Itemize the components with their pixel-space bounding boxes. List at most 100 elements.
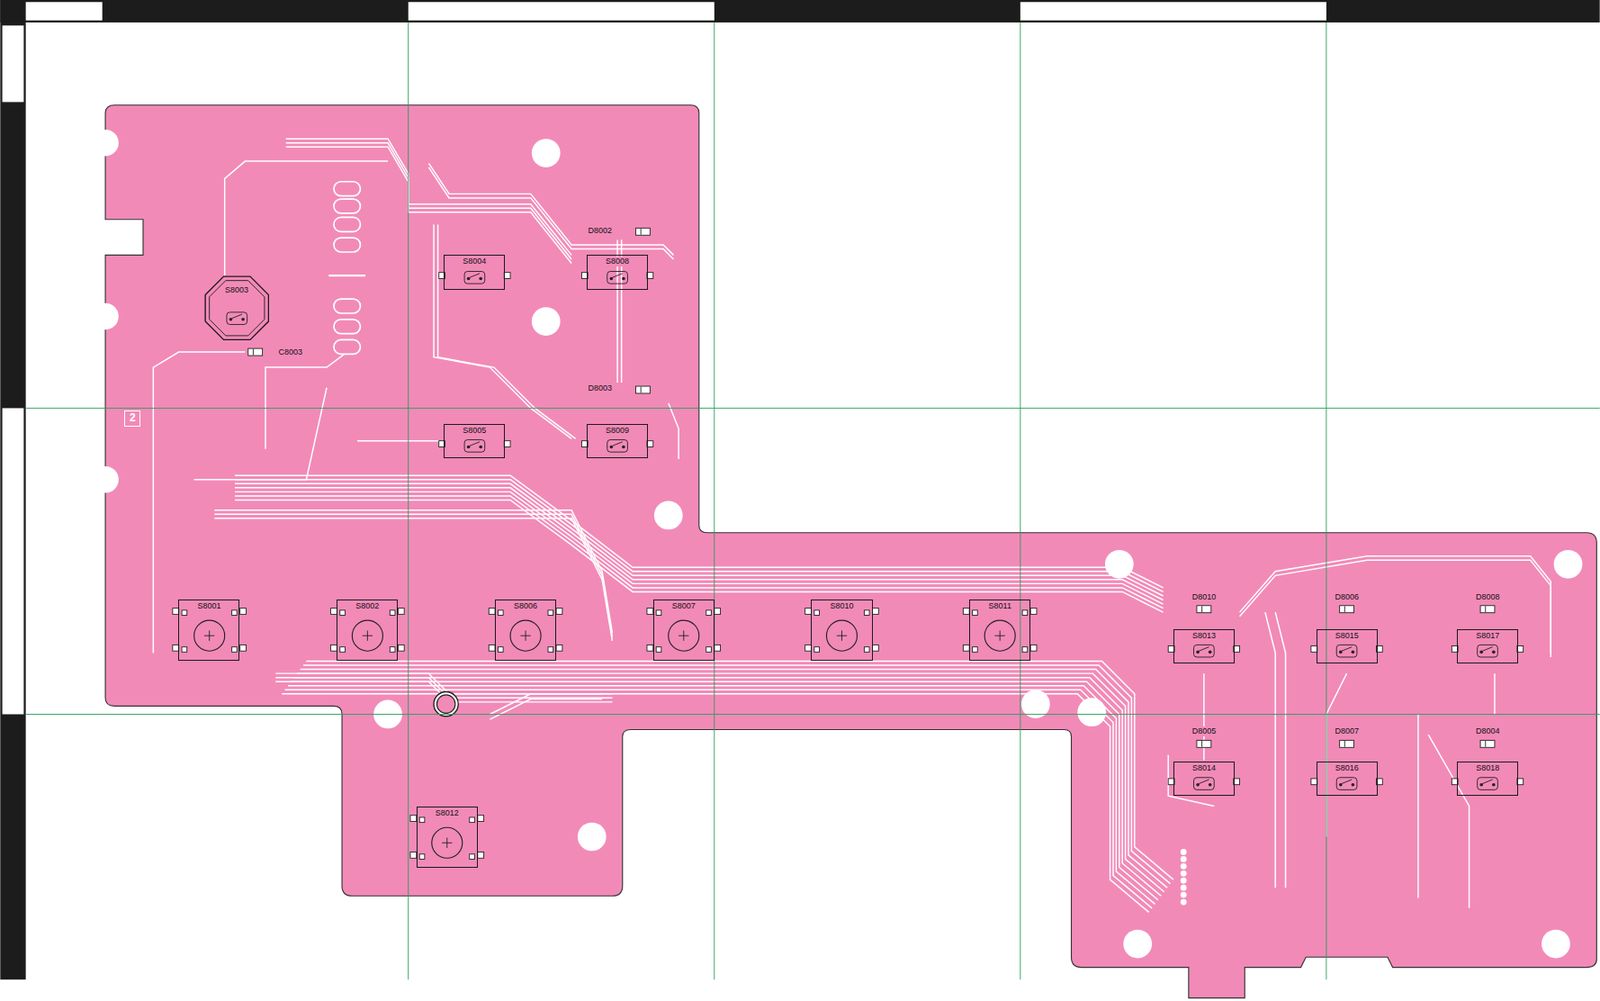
diode-bar: [640, 228, 642, 235]
zone-box: [26, 1, 103, 20]
diode-bar: [1484, 740, 1486, 747]
board-marker: 2: [124, 410, 141, 427]
button-cap: [668, 620, 700, 651]
switch-footprint: S8012: [416, 806, 478, 868]
switch-footprint: S8001: [178, 599, 240, 661]
copper-trace: [1240, 559, 1552, 657]
button-cap: [984, 620, 1016, 651]
switch-footprint: S8016: [1316, 761, 1378, 797]
part-designator: S8009: [604, 425, 630, 436]
switch-lever: [1198, 779, 1209, 784]
part-designator: S8003: [224, 285, 250, 296]
switch-lever: [1198, 647, 1209, 652]
diode-symbol: [1339, 605, 1355, 613]
zone-box: [2, 407, 25, 714]
switch-symbol: [226, 312, 248, 325]
switch-footprint: S8017: [1456, 629, 1519, 665]
solder-pad: [706, 610, 712, 616]
solder-pad: [240, 608, 247, 615]
zone-box: [408, 1, 715, 20]
zone-box: [1020, 1, 1327, 20]
switch-symbol: [607, 271, 629, 285]
diode-bar: [1201, 740, 1203, 747]
part-label: D8002: [586, 225, 613, 236]
solder-pad: [863, 647, 870, 653]
copper-trace: [1493, 673, 1495, 714]
zone-box: [2, 25, 25, 102]
edge-notch: [91, 303, 118, 330]
copper-trace: [234, 499, 1164, 612]
part-designator: S8008: [604, 256, 630, 267]
copper-trace: [1326, 673, 1348, 836]
diode-symbol: [1196, 739, 1212, 747]
copper-trace: [1417, 713, 1419, 898]
traces: [152, 138, 1551, 912]
copper-trace: [286, 143, 572, 260]
copper-trace: [214, 510, 612, 633]
button-cap: [510, 620, 541, 651]
diode-bar: [1344, 605, 1346, 612]
plus-mark: [525, 630, 527, 641]
switch-footprint: S8011: [969, 599, 1031, 661]
button-cap: [826, 620, 857, 651]
switch-symbol: [607, 440, 629, 453]
plus-mark: [208, 630, 210, 641]
part-designator: S8014: [1191, 763, 1217, 774]
switch-symbol: [1336, 777, 1358, 791]
grid-line: [26, 407, 1600, 409]
switch-footprint: S8007: [653, 599, 715, 661]
copper-trace: [214, 518, 612, 641]
part-designator: S8005: [461, 425, 487, 436]
slot-pad: [333, 216, 360, 232]
switch-contact: [621, 445, 626, 450]
part-label: C8003: [277, 347, 304, 358]
copper-trace: [214, 513, 612, 637]
part-designator: S8010: [828, 601, 854, 612]
switch-contact: [1208, 650, 1213, 655]
switch-contact: [241, 317, 245, 322]
solder-pad: [389, 647, 396, 653]
octagon-inner: [208, 280, 264, 336]
octagon-shape: [205, 276, 269, 340]
mounting-hole: [1123, 929, 1152, 959]
copper-trace: [286, 138, 572, 255]
grid-line: [26, 713, 1600, 715]
solder-pad: [863, 610, 870, 616]
plus-mark: [999, 630, 1001, 641]
solder-pad: [556, 644, 563, 651]
copper-trace: [294, 677, 1162, 897]
switch-footprint: S8010: [810, 599, 872, 661]
part-label: D8004: [1474, 726, 1502, 737]
copper-trace: [275, 673, 612, 694]
plus-mark: [841, 630, 843, 641]
grid-line: [713, 22, 715, 980]
mounting-hole: [531, 306, 561, 336]
copper-trace: [357, 440, 440, 441]
part-label: D8003: [586, 383, 613, 394]
switch-footprint: S8003: [204, 275, 270, 342]
copper-trace: [303, 665, 1171, 884]
switch-contact: [478, 277, 483, 281]
solder-pad: [805, 608, 812, 615]
marker-text: 2: [128, 411, 137, 424]
diode-symbol: [636, 386, 651, 394]
top-bar: [0, 0, 1600, 23]
connector-pad: [1180, 870, 1187, 877]
solder-pad: [1030, 644, 1037, 651]
copper-trace: [428, 167, 674, 260]
switch-lever: [1482, 647, 1493, 652]
solder-pad: [497, 610, 504, 616]
switch-symbol: [1194, 644, 1215, 657]
switch-symbol: [1336, 644, 1358, 657]
diode-symbol: [1196, 605, 1212, 613]
plus-mark: [683, 630, 684, 641]
switch-lever: [1341, 779, 1352, 784]
switch-footprint: S8004: [443, 254, 505, 290]
button-cap: [431, 826, 463, 858]
button-cap: [351, 620, 383, 651]
switch-footprint: S8013: [1173, 629, 1235, 665]
switch-lever: [611, 441, 622, 447]
